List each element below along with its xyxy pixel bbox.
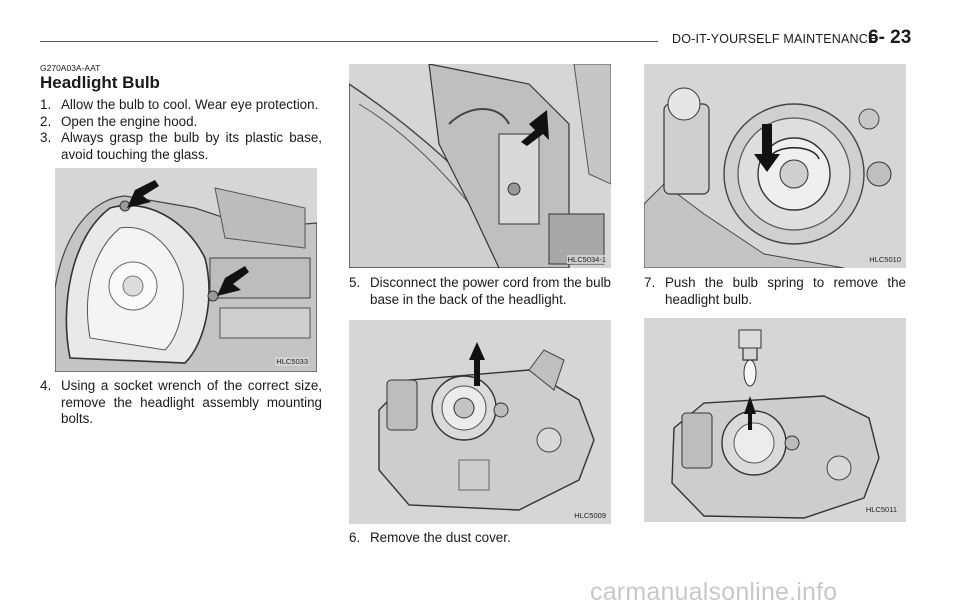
caption-step-5: 5. Disconnect the power cord from the bu… (349, 275, 611, 307)
headlight-illustration (55, 180, 317, 372)
caption-step-6: 6. Remove the dust cover. (349, 530, 511, 545)
figure-dust-cover: HLC5009 (349, 320, 611, 524)
figure-bulb-spring: HLC5010 (644, 64, 906, 268)
header-rule (40, 41, 658, 42)
section-title: Headlight Bulb (40, 73, 160, 92)
step-3: 3.Always grasp the bulb by its plastic b… (40, 130, 322, 162)
watermark: carmanualsonline.info (590, 578, 838, 606)
header-title: DO-IT-YOURSELF MAINTENANCE (672, 32, 877, 46)
figure-bulb-removal: HLC5011 (644, 318, 906, 522)
figure-code: HLC5011 (864, 505, 898, 514)
step-2: 2.Open the engine hood. (40, 113, 198, 129)
dust-cover-illustration (378, 342, 595, 511)
page-number: 6- 23 (868, 27, 912, 48)
figure-power-cord: HLC5034-1 (349, 64, 611, 268)
figure-code: HLC5034-1 (566, 255, 607, 264)
figure-code: HLC5010 (868, 255, 902, 264)
power-cord-illustration (349, 64, 611, 268)
figure-code: HLC5009 (573, 511, 607, 520)
steps-list: 1.Allow the bulb to cool. Wear eye prote… (40, 97, 322, 163)
figure-code: HLC5033 (275, 357, 309, 366)
bulb-spring-illustration (644, 87, 892, 268)
caption-step-7: 7. Push the bulb spring to remove the he… (644, 275, 906, 307)
caption-step-4: 4. Using a socket wrench of the correct … (40, 378, 322, 427)
step-1: 1.Allow the bulb to cool. Wear eye prote… (40, 97, 319, 112)
bulb-removal-illustration (671, 329, 880, 519)
section-code: G270A03A-AAT (40, 63, 101, 73)
figure-headlight-mounting-bolts: HLC5033 (55, 168, 317, 372)
